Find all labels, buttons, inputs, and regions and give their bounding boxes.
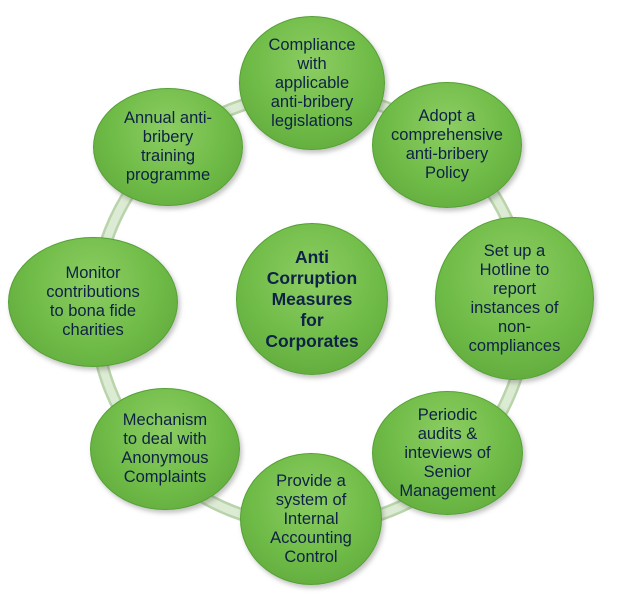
node-label: Compliance with applicable anti-bribery … [268,35,356,130]
node-label: Mechanism to deal with Anonymous Complai… [121,411,209,486]
center-circle: Anti Corruption Measures for Corporates [236,223,388,375]
node-label: Periodic audits & inteviews of Senior Ma… [399,405,496,500]
center-label: Anti Corruption Measures for Corporates [265,246,359,351]
node-compliance: Compliance with applicable anti-bribery … [239,16,385,150]
node-label: Provide a system of Internal Accounting … [270,471,352,566]
node-anonymous-complaints: Mechanism to deal with Anonymous Complai… [90,388,240,510]
node-label: Annual anti- bribery training programme [123,109,213,184]
node-label: Monitor contributions to bona fide chari… [46,264,140,339]
node-hotline: Set up a Hotline to report instances of … [435,217,594,380]
node-label: Set up a Hotline to report instances of … [468,241,561,355]
node-audits: Periodic audits & inteviews of Senior Ma… [372,391,523,515]
node-charities: Monitor contributions to bona fide chari… [8,237,178,367]
node-policy: Adopt a comprehensive anti-bribery Polic… [372,82,522,208]
node-training: Annual anti- bribery training programme [93,88,243,206]
node-label: Adopt a comprehensive anti-bribery Polic… [391,107,503,182]
node-accounting-control: Provide a system of Internal Accounting … [240,453,382,585]
